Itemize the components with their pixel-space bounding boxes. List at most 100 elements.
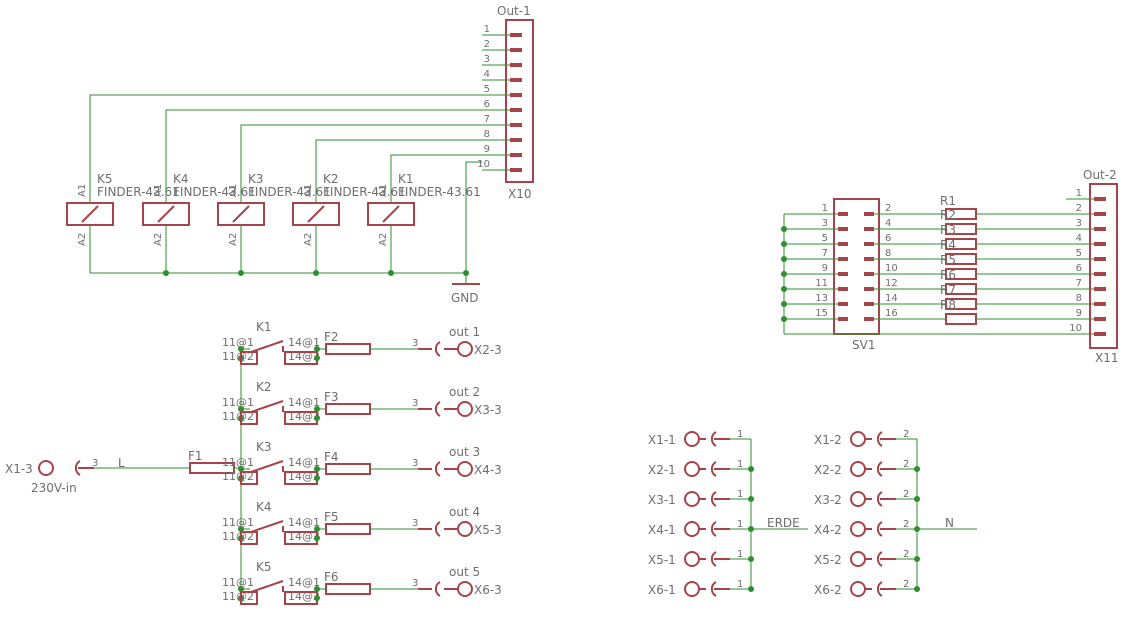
junction-dot [314,595,320,601]
connector-out-2-name: Out-2 [1083,168,1117,182]
relay-coil-pin-a1: A1 [228,184,239,197]
fuse-name: F2 [324,330,339,344]
connector-out-2-pin-bar [1094,212,1106,216]
resistor-label: R4 [940,238,956,252]
terminal-block-circle [850,461,866,477]
terminal-block-circle [850,581,866,597]
fuse-name: F4 [324,450,339,464]
connector-out-1-body [505,19,534,183]
header-sv1-left-pin-number: 13 [815,293,828,304]
terminal-circle [457,521,473,537]
connector-out-2-pin-number: 6 [1076,263,1082,274]
terminal-block-circle [850,491,866,507]
header-sv1-left-pin [838,272,848,276]
terminal-block-name: X3-1 [648,493,676,507]
relay-coils: A1A2K5FINDER-43.61A1A2K4FINDER-43.61A1A2… [66,94,482,276]
terminal-block-circle [684,491,700,507]
terminal-block-circle [850,551,866,567]
terminal-name: X4-3 [474,463,502,477]
fuse-body [325,403,371,415]
resistor-label: R6 [940,268,956,282]
connector-out-2-pin-bar [1094,197,1106,201]
fuse-body [325,343,371,355]
relay-coil-pin-a2: A2 [303,233,314,246]
header-sv1-name: SV1 [852,338,875,352]
terminal-block-clamp [710,491,717,507]
terminal-output-label: out 3 [449,445,480,459]
connector-out-1-pin-bar [510,78,522,82]
contact-pin-out-1: 14@1 [288,516,320,529]
terminal-block-name: X2-2 [814,463,842,477]
relay-coil-pin-a1: A1 [153,184,164,197]
terminal-block-name: X6-2 [814,583,842,597]
header-sv1-right-pin [864,302,874,306]
relay-coil-pin-a2: A2 [153,233,164,246]
fuse-body [325,523,371,535]
connector-out-2-pin-bar [1094,257,1106,261]
header-sv1-left-pin [838,287,848,291]
terminal-block-clamp [876,491,883,507]
header-sv1-left-pin [838,227,848,231]
contact-pin-out-1: 14@1 [288,456,320,469]
terminal-output-label: out 2 [449,385,480,399]
contact-pin-in-1: 11@1 [222,456,254,469]
relay-coil-value: FINDER-43.61 [173,185,256,199]
terminal-circle [457,581,473,597]
connector-out-1-pin-number: 9 [484,144,490,155]
header-sv1-left-pin-number: 3 [822,218,828,229]
connector-out-1-pin-number: 4 [484,69,490,80]
contact-pin-in-box [240,531,258,545]
fuse-body [325,583,371,595]
resistor-label: R8 [940,298,956,312]
connector-out-2-pin-number: 3 [1076,218,1082,229]
contact-pin-out-2: 14@2 [288,470,320,483]
header-sv1-right-pin [864,287,874,291]
connector-out-2-body [1089,183,1118,349]
terminal-block-circle [684,551,700,567]
header-sv1-left-pin-number: 5 [822,233,828,244]
terminal-block-circle [684,461,700,477]
fuse-name: F5 [324,510,339,524]
contact-pin-in-box [240,351,258,365]
header-sv1-right-pin-number: 2 [885,203,891,214]
connector-out-1-pin-bar [510,63,522,67]
terminal-clamp [434,401,441,417]
terminal-block-name: X4-2 [814,523,842,537]
terminal-block-clamp [876,431,883,447]
header-sv1-right-pin [864,242,874,246]
terminal-block-pin: 2 [903,549,909,560]
fuse-name: F3 [324,390,339,404]
header-sv1-right-pin [864,272,874,276]
resistor-label: R2 [940,208,956,222]
connector-out-1-pin-bar [510,108,522,112]
contact-pin-in-1: 11@1 [222,516,254,529]
terminal-block-pin: 1 [737,489,743,500]
terminal-block-pin: 1 [737,579,743,590]
contact-pin-in-2: 11@2 [222,410,254,423]
terminal-block-pin: 2 [903,489,909,500]
contact-pin-out-2: 14@2 [288,410,320,423]
contact-pin-in-1: 11@1 [222,396,254,409]
connector-out-2-pin-bar [1094,272,1106,276]
relay-contact-name: K4 [256,500,272,514]
terminal-block-clamp [710,431,717,447]
terminal-block-name: X5-1 [648,553,676,567]
terminal-output-label: out 4 [449,505,480,519]
relay-coil-pin-a1: A1 [77,184,88,197]
header-sv1-left-pin [838,317,848,321]
contact-pin-in-box [240,471,258,485]
connector-out-2-pin-number: 5 [1076,248,1082,259]
connector-out-2-pin-bar [1094,227,1106,231]
input-terminal-circle [38,460,54,476]
input-terminal-value: 230V-in [31,481,77,495]
connector-out-1-pin-number: 10 [477,159,490,170]
terminal-block-name: X3-2 [814,493,842,507]
terminal-pin-number: 3 [412,518,418,529]
terminal-block-name: X6-1 [648,583,676,597]
relay-contact-blade [250,520,284,533]
connector-out-1-name: Out-1 [497,4,531,18]
